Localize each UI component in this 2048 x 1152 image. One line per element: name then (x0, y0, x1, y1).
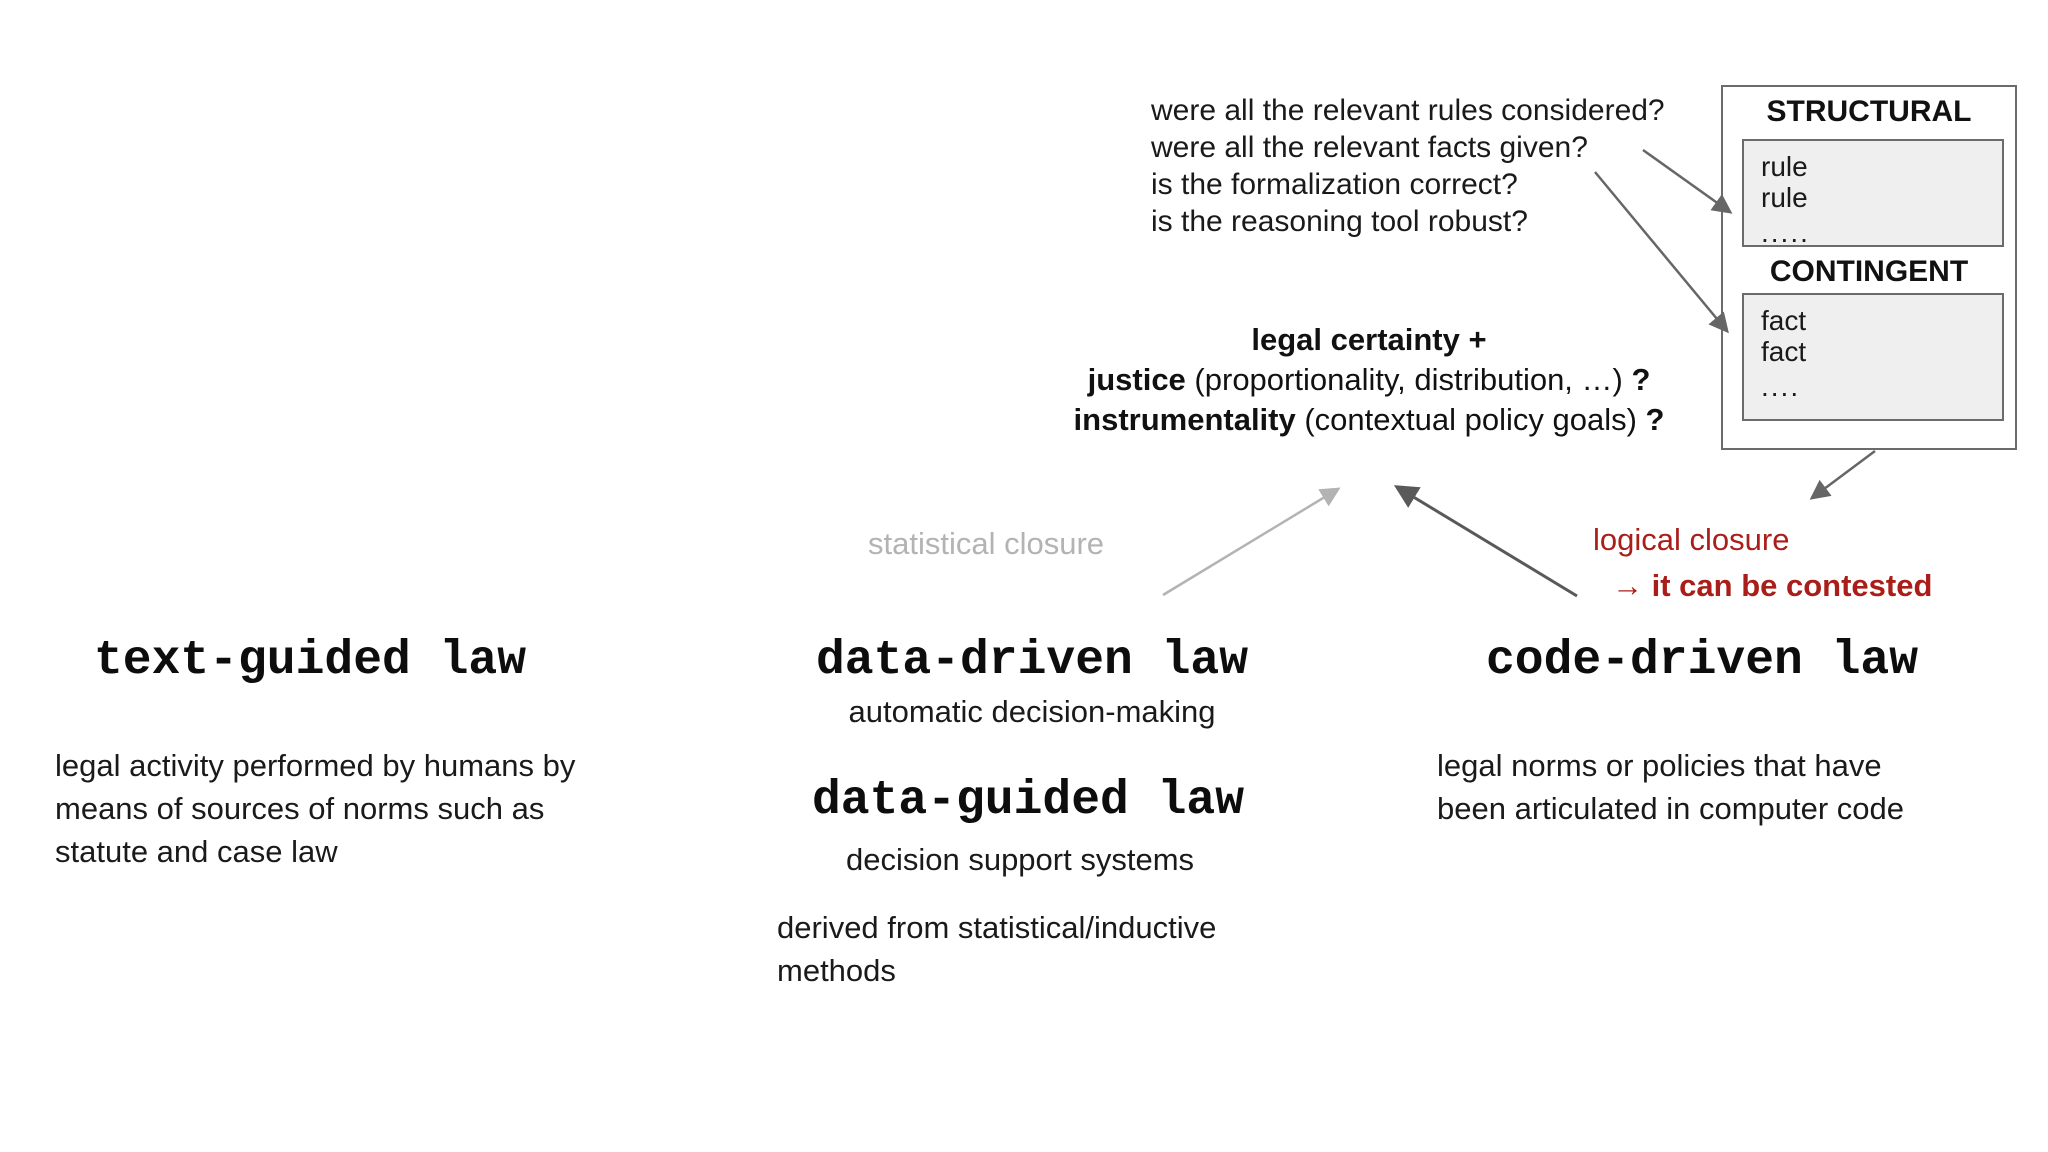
heading-text-guided-law: text-guided law (93, 634, 527, 688)
question-line: were all the relevant facts given? (1151, 131, 1588, 164)
arrow-logical-closure-to-criteria (1393, 485, 1578, 598)
heading-code-driven-law: code-driven law (1485, 634, 1919, 688)
fact-ellipsis: .... (1761, 371, 1801, 402)
heading-data-driven-law: data-driven law (815, 634, 1249, 688)
question-line: were all the relevant rules considered? (1151, 94, 1665, 127)
criteria-line-1-text: legal certainty + (1251, 322, 1487, 357)
description-line: been articulated in computer code (1437, 791, 1905, 826)
structural-label: STRUCTURAL (1766, 95, 1972, 128)
criteria-justice: justice (1087, 362, 1186, 397)
description-line: derived from statistical/inductive (777, 910, 1217, 945)
data-driven-description: derived from statistical/inductive metho… (777, 906, 1216, 992)
arrow-statistical-closure-to-criteria (1162, 487, 1341, 597)
contingent-label: CONTINGENT (1769, 255, 1969, 288)
statistical-closure-label: statistical closure (868, 526, 1105, 561)
logical-closure-label: logical closure (1593, 522, 1790, 557)
description-line: legal activity performed by humans by (55, 748, 576, 783)
question-line: is the formalization correct? (1151, 168, 1518, 201)
description-line: means of sources of norms such as (55, 791, 545, 826)
criteria-instrumentality-question-mark: ? (1645, 402, 1665, 437)
subtitle-decision-support-systems: decision support systems (845, 842, 1195, 877)
heading-data-guided-law: data-guided law (811, 774, 1245, 828)
criteria-instrumentality-detail: (contextual policy goals) (1295, 402, 1646, 437)
rule-item: rule (1761, 151, 1808, 182)
rule-ellipsis: ..... (1761, 217, 1810, 248)
criteria-instrumentality: instrumentality (1073, 402, 1296, 437)
rule-fact-box: STRUCTURAL rule rule ..... CONTINGENT fa… (1721, 85, 2017, 450)
criteria-line-2: justice (proportionality, distribution, … (1074, 360, 1665, 400)
description-line: statute and case law (55, 834, 338, 869)
arrow-box-to-logical-closure (1809, 449, 1876, 500)
criteria-justice-question-mark: ? (1631, 362, 1651, 397)
criteria-justice-detail: (proportionality, distribution, …) (1185, 362, 1632, 397)
fact-item: fact (1761, 336, 1807, 367)
rules-panel: rule rule ..... (1742, 139, 2004, 248)
description-line: methods (777, 953, 896, 988)
subtitle-automatic-decision-making: automatic decision-making (848, 694, 1216, 729)
text-guided-description: legal activity performed by humans by me… (55, 744, 575, 873)
criteria-line-3: instrumentality (contextual policy goals… (1074, 400, 1665, 440)
rule-item: rule (1761, 182, 1808, 213)
criteria-line-1: legal certainty + (1074, 320, 1665, 360)
fact-item: fact (1761, 305, 1807, 336)
description-line: legal norms or policies that have (1437, 748, 1882, 783)
question-line: is the reasoning tool robust? (1151, 205, 1528, 238)
facts-panel: fact fact .... (1742, 293, 2004, 421)
verification-questions: were all the relevant rules considered? … (1151, 92, 1665, 240)
code-driven-description: legal norms or policies that have been a… (1437, 744, 1904, 830)
contested-note: → it can be contested (1612, 568, 1933, 603)
legal-criteria: legal certainty + justice (proportionali… (1074, 320, 1665, 440)
